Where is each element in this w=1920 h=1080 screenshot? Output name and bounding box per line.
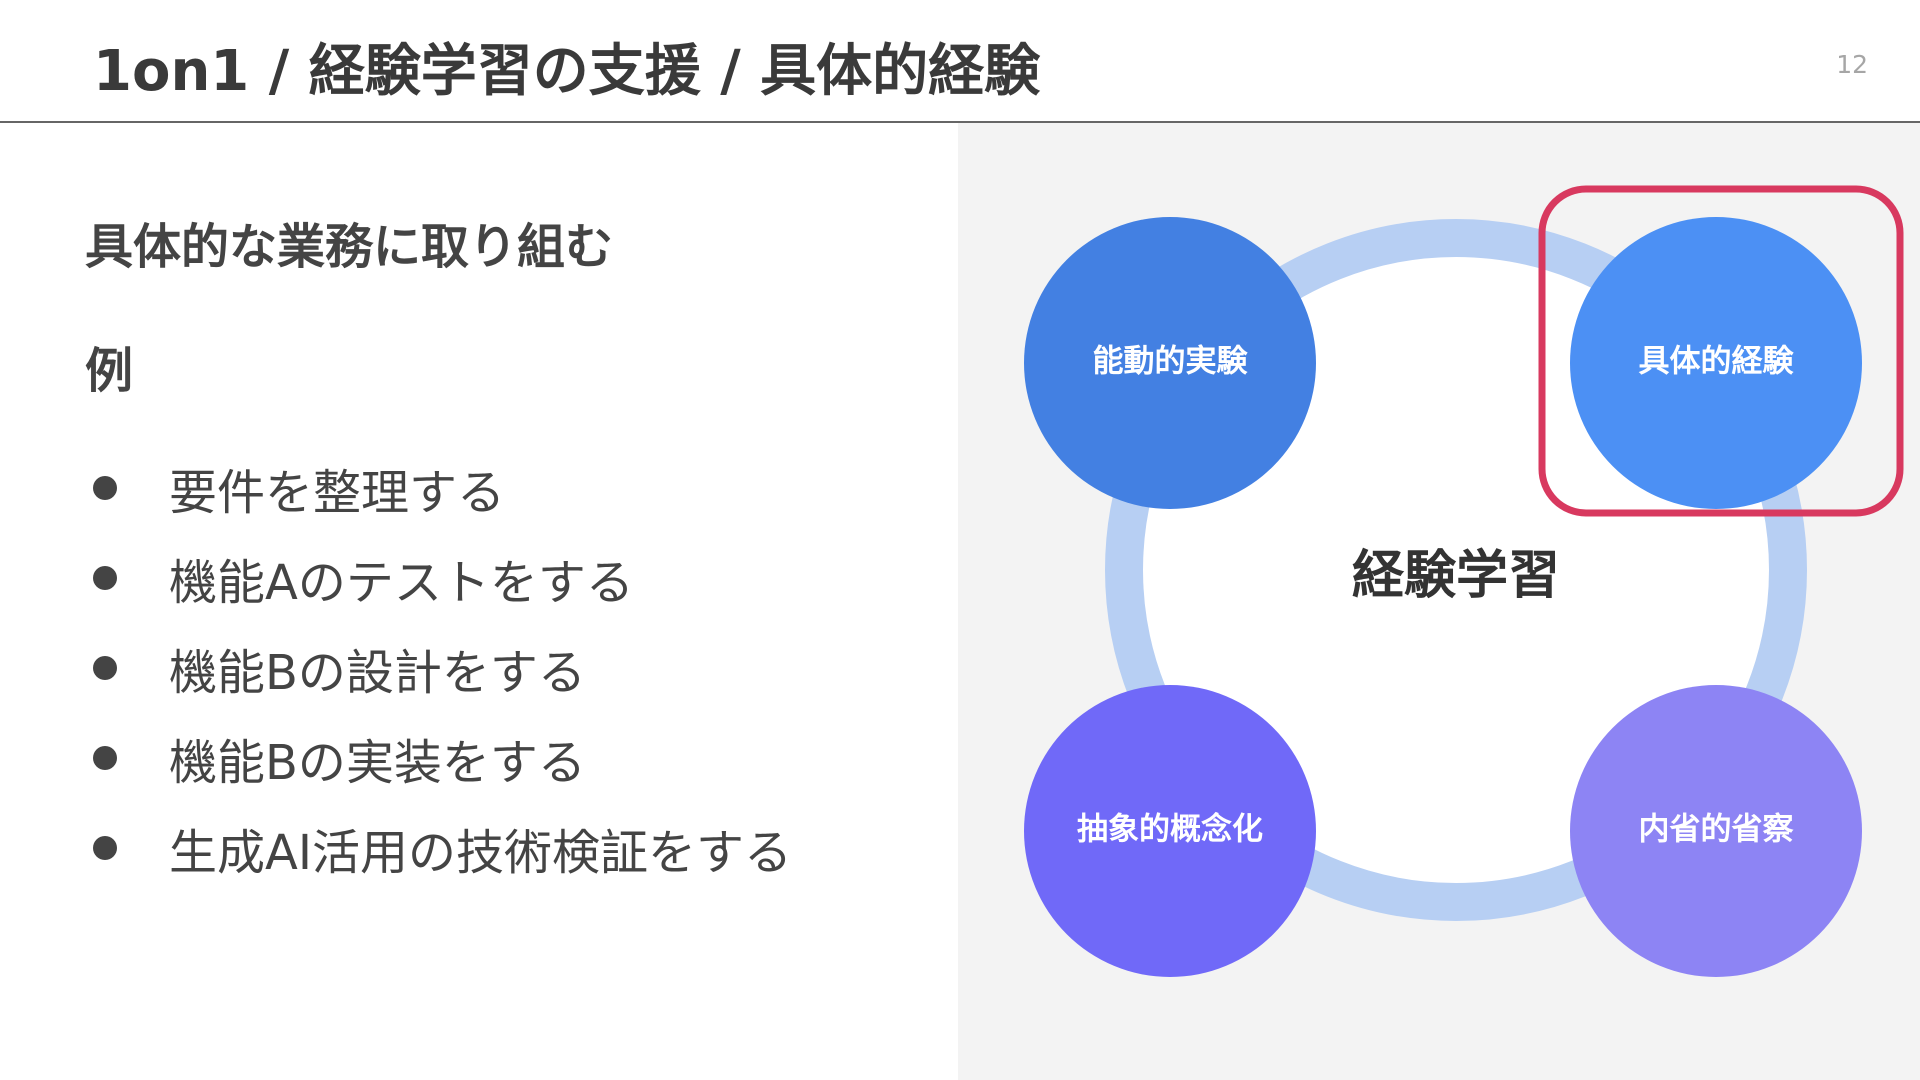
node-reflective-observation-label: 内省的省察 <box>1639 812 1795 848</box>
node-concrete-experience-label: 具体的経験 <box>1639 344 1795 380</box>
highlight-frame <box>1538 185 1904 517</box>
bullet-item: 機能Bの実装をする <box>85 713 792 803</box>
example-bullet-list: 要件を整理する 機能Aのテストをする 機能Bの設計をする 機能Bの実装をする 生… <box>85 443 792 893</box>
bullet-item: 要件を整理する <box>85 443 792 533</box>
example-label: 例 <box>85 343 134 399</box>
bullet-text: 機能Aのテストをする <box>169 555 634 611</box>
bullet-text: 機能Bの実装をする <box>169 735 586 791</box>
node-active-experimentation-label: 能動的実験 <box>1093 344 1249 380</box>
bullet-item: 生成AI活用の技術検証をする <box>85 803 792 893</box>
bullet-dot-icon <box>93 656 117 680</box>
node-abstract-conceptualization <box>1024 685 1316 977</box>
bullet-item: 機能Bの設計をする <box>85 623 792 713</box>
center-label: 経験学習 <box>1352 546 1560 606</box>
slide-title: 1on1 / 経験学習の支援 / 具体的経験 <box>93 39 1041 104</box>
node-reflective-observation <box>1570 685 1862 977</box>
bullet-text: 生成AI活用の技術検証をする <box>169 825 792 881</box>
bullet-dot-icon <box>93 746 117 770</box>
left-content: 具体的な業務に取り組む 例 要件を整理する 機能Aのテストをする 機能Bの設計を… <box>0 123 958 1080</box>
bullet-text: 機能Bの設計をする <box>169 645 586 701</box>
bullet-text: 要件を整理する <box>169 465 506 521</box>
bullet-dot-icon <box>93 836 117 860</box>
page-number: 12 <box>1836 50 1868 79</box>
node-abstract-conceptualization-label: 抽象的概念化 <box>1077 812 1263 848</box>
bullet-dot-icon <box>93 566 117 590</box>
slide-header: 1on1 / 経験学習の支援 / 具体的経験 12 <box>0 0 1920 123</box>
bullet-item: 機能Aのテストをする <box>85 533 792 623</box>
experiential-learning-cycle-diagram: 能動的実験 具体的経験 抽象的概念化 内省的省察 経験学習 <box>1024 185 1904 977</box>
node-active-experimentation <box>1024 217 1316 509</box>
diagram-panel: 能動的実験 具体的経験 抽象的概念化 内省的省察 経験学習 <box>958 123 1920 1080</box>
node-concrete-experience <box>1570 217 1862 509</box>
section-heading: 具体的な業務に取り組む <box>85 219 614 275</box>
bullet-dot-icon <box>93 476 117 500</box>
